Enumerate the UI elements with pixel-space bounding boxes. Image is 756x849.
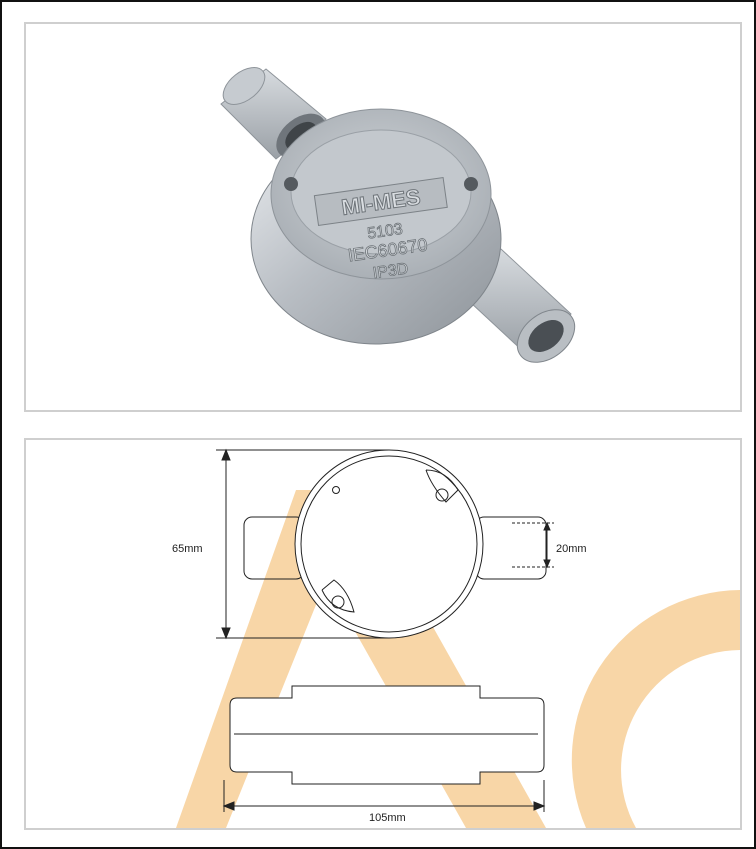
right-tab (475, 516, 547, 580)
technical-drawing-panel: 65mm 20mm 105m (24, 438, 742, 830)
product-photo: MI-MES 5103 IEC60670 IP3D (220, 67, 576, 363)
height-label: 65mm (172, 543, 203, 555)
technical-drawing: 65mm 20mm 105m (172, 448, 740, 828)
spout-label: 20mm (556, 543, 587, 555)
inner-circle (300, 455, 478, 633)
screw-hole-top (332, 486, 340, 494)
lug-top-right (425, 469, 459, 503)
embossed-line-1: 5103 (366, 221, 404, 243)
lug-bottom-left (321, 579, 355, 613)
lug-hole-top-right (435, 488, 449, 502)
outer-circle (294, 449, 484, 639)
product-photo-panel: MI-MES 5103 IEC60670 IP3D (24, 22, 742, 412)
side-view (229, 685, 545, 785)
spout-dimension (512, 521, 554, 569)
height-dimension (216, 448, 389, 640)
embossed-line-3: IP3D (372, 260, 410, 282)
width-label: 105mm (369, 812, 406, 824)
width-dimension (222, 780, 546, 812)
